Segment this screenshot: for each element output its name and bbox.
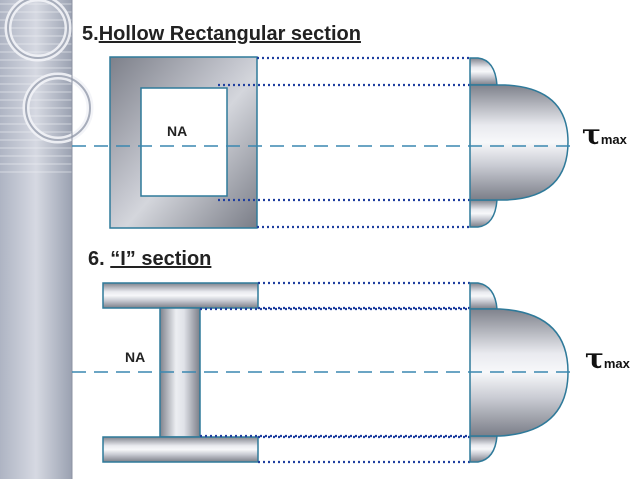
tau-symbol: τ	[585, 342, 604, 375]
sidebar-decoration	[0, 0, 94, 479]
section-title-text: Hollow Rectangular section	[98, 23, 361, 45]
section-title-hollow-rectangular: 5.Hollow Rectangular section	[82, 23, 361, 46]
hollow-rectangle-cross-section	[109, 56, 258, 229]
section-number: 6.	[88, 248, 111, 270]
neutral-axis-label-hollow: NA	[167, 123, 188, 139]
neutral-axis-label-i-section: NA	[125, 349, 146, 365]
projection-lines-hollow	[218, 56, 470, 229]
tau-max-label-hollow: τmax	[582, 118, 627, 151]
section-number: 5.	[82, 23, 99, 45]
shear-stress-distribution-hollow	[469, 57, 569, 228]
section-title-text: “I” section	[110, 248, 212, 270]
tau-subscript: max	[600, 132, 627, 147]
tau-symbol: τ	[582, 118, 601, 151]
tau-subscript: max	[603, 356, 630, 371]
tau-max-label-i-section: τmax	[585, 342, 630, 375]
projection-lines-i-section	[200, 281, 470, 464]
section-title-i-section: 6. “I” section	[88, 248, 211, 271]
